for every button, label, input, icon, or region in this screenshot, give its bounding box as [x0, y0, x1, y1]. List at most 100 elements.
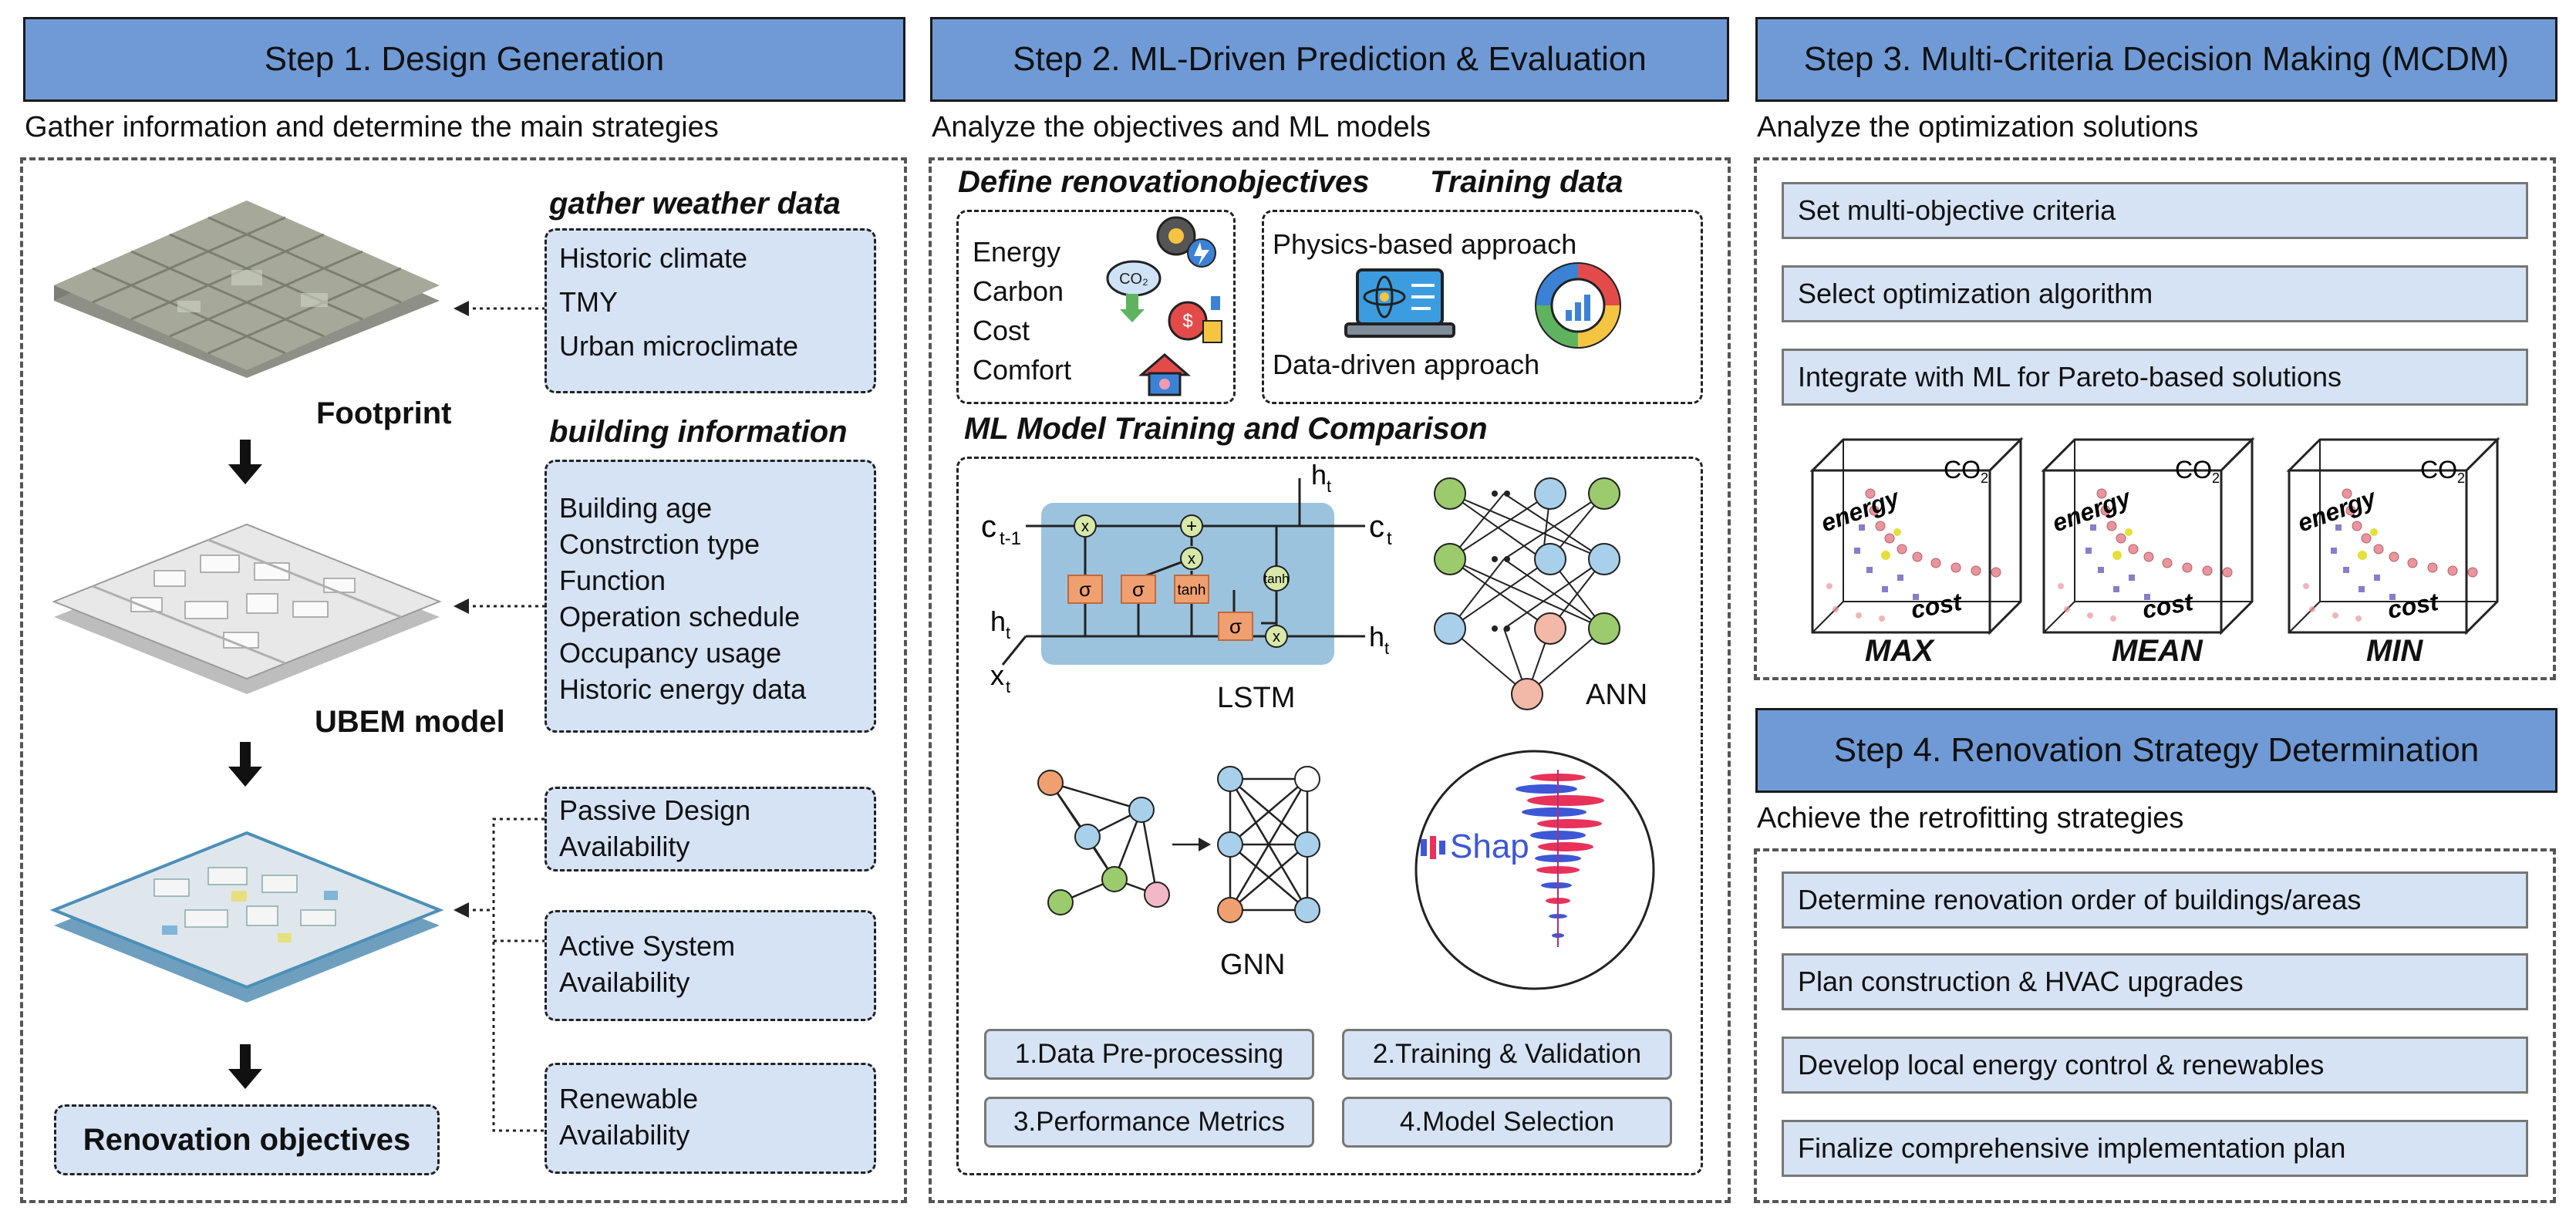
step2-panel — [929, 157, 1731, 1203]
building-item: Historic energy data — [559, 673, 807, 705]
renewable-box: Renewable Availability — [545, 1063, 876, 1174]
lstm-sym-h-in: h — [990, 605, 1006, 637]
passive-design-box: Passive Design Availability — [545, 787, 876, 871]
axis-co2-sub: 2 — [2212, 470, 2220, 486]
building-title: building information — [549, 415, 848, 449]
weather-item: Urban microclimate — [559, 330, 799, 362]
footprint-map-image — [54, 201, 440, 378]
axis-co2-label: CO — [2420, 456, 2457, 484]
ann-diagram — [1434, 477, 1620, 710]
lstm-sym-times: x — [1081, 518, 1089, 535]
lstm-sym-times: x — [1188, 551, 1195, 568]
lstm-label: LSTM — [1217, 682, 1296, 714]
lstm-diagram: x + x x tanh σ σ tanh σ c t-1 c t h t h … — [981, 463, 1392, 696]
objectives-title: Define renovationobjectives — [958, 165, 1370, 199]
step3-header: Step 3. Multi-Criteria Decision Making (… — [1755, 17, 2557, 102]
step2-subtitle: Analyze the objectives and ML models — [932, 111, 1431, 143]
step4-header: Step 4. Renovation Strategy Determinatio… — [1755, 708, 2557, 793]
strategy-item: Determine renovation order of buildings/… — [1782, 871, 2528, 929]
ubem-model-image — [52, 523, 442, 694]
shap-logo-icon — [1421, 836, 1445, 859]
step4-subtitle: Achieve the retrofitting strategies — [1757, 802, 2184, 834]
step1-panel — [20, 157, 907, 1203]
availability-line: Availability — [559, 966, 690, 998]
co2-cloud-icon: CO₂ — [1106, 260, 1162, 322]
building-item: Constrction type — [559, 528, 760, 560]
objective-item: Energy — [973, 236, 1061, 268]
step3-subtitle: Analyze the optimization solutions — [1757, 111, 2199, 143]
strategy-item: Develop local energy control & renewable… — [1782, 1037, 2528, 1094]
lstm-sym-x: x — [990, 659, 1004, 691]
availability-line: Active System — [559, 930, 736, 962]
step-data-preprocessing: 1.Data Pre-processing — [984, 1029, 1314, 1080]
strategy-item: Plan construction & HVAC upgrades — [1782, 953, 2528, 1010]
svg-text:$: $ — [1182, 311, 1192, 332]
strategy-item: Finalize comprehensive implementation pl… — [1782, 1120, 2528, 1177]
availability-line: Renewable — [559, 1083, 699, 1114]
gear-icon — [1156, 216, 1196, 256]
axis-co2-label: CO — [1944, 456, 1981, 484]
analytics-gauge-icon — [1535, 262, 1621, 349]
step1-subtitle: Gather information and determine the mai… — [25, 111, 719, 143]
lstm-sym-h-in-sub: t — [1006, 623, 1010, 642]
down-arrow-icon — [228, 1044, 262, 1089]
training-data-box — [1262, 210, 1703, 404]
objectives-box: Energy Carbon Cost Comfort — [956, 210, 1236, 404]
money-bag-icon: $ — [1168, 296, 1222, 343]
physics-approach-label: Physics-based approach — [1273, 228, 1577, 260]
step-model-selection: 4.Model Selection — [1342, 1097, 1672, 1148]
footprint-label: Footprint — [316, 396, 452, 430]
objective-item: Comfort — [973, 354, 1072, 386]
laptop-atom-icon — [1344, 268, 1455, 338]
lstm-sym-c-prev: c — [981, 510, 996, 544]
step1-header: Step 1. Design Generation — [23, 17, 905, 102]
case-min-label: MIN — [2366, 634, 2423, 668]
shap-label: Shap — [1450, 828, 1529, 865]
lstm-sym-h-top: h — [1311, 463, 1327, 491]
lstm-sym-times: x — [1273, 629, 1280, 646]
training-title: Training data — [1430, 165, 1623, 199]
criteria-item: Set multi-objective criteria — [1782, 182, 2528, 239]
lstm-sym-sigma: σ — [1079, 578, 1091, 601]
step3-panel — [1754, 157, 2556, 680]
lstm-sym-tanh: tanh — [1263, 571, 1289, 586]
step1-connectors — [453, 301, 545, 1132]
objective-item: Cost — [973, 315, 1030, 346]
lstm-sym-tanh: tanh — [1178, 582, 1206, 598]
ml-title: ML Model Training and Comparison — [964, 412, 1488, 446]
building-item: Building age — [559, 492, 713, 524]
step2-header: Step 2. ML-Driven Prediction & Evaluatio… — [930, 17, 1729, 102]
building-box: Building age Constrction type Function O… — [545, 460, 876, 733]
criteria-item: Integrate with ML for Pareto-based solut… — [1782, 349, 2528, 406]
ann-label: ANN — [1586, 679, 1648, 711]
down-arrow-icon — [228, 440, 262, 484]
renovation-objectives-label: Renovation objectives — [83, 1122, 411, 1157]
building-item: Operation schedule — [559, 601, 801, 632]
shap-diagram: Shap — [1414, 750, 1655, 990]
building-item: Occupancy usage — [559, 637, 782, 669]
weather-box: Historic climate TMY Urban microclimate — [545, 228, 876, 393]
lstm-sym-h-top-sub: t — [1327, 477, 1331, 496]
lstm-sym-h-out-sub: t — [1384, 639, 1389, 658]
lstm-sym-sigma: σ — [1132, 578, 1145, 601]
availability-line: Passive Design — [559, 794, 751, 826]
axis-co2-sub: 2 — [2457, 470, 2465, 486]
building-item: Function — [559, 565, 666, 596]
availability-line: Availability — [559, 831, 690, 862]
weather-item: TMY — [559, 286, 618, 318]
gnn-label: GNN — [1220, 949, 1286, 981]
objective-item: Carbon — [973, 275, 1064, 307]
svg-text:CO₂: CO₂ — [1119, 271, 1148, 288]
case-mean-label: MEAN — [2112, 634, 2203, 668]
axis-co2-sub: 2 — [1981, 470, 1988, 486]
objectives-icons: CO₂ $ — [1106, 216, 1222, 396]
lstm-sym-sigma: σ — [1229, 615, 1242, 638]
down-arrow-icon — [228, 742, 262, 787]
renovation-map-image — [49, 831, 444, 1003]
weather-item: Historic climate — [559, 242, 748, 274]
step4-panel — [1754, 848, 2556, 1203]
criteria-item: Select optimization algorithm — [1782, 265, 2528, 322]
lstm-sym-x-sub: t — [1006, 677, 1010, 696]
step-training-validation: 2.Training & Validation — [1342, 1029, 1672, 1080]
availability-line: Availability — [559, 1119, 690, 1151]
